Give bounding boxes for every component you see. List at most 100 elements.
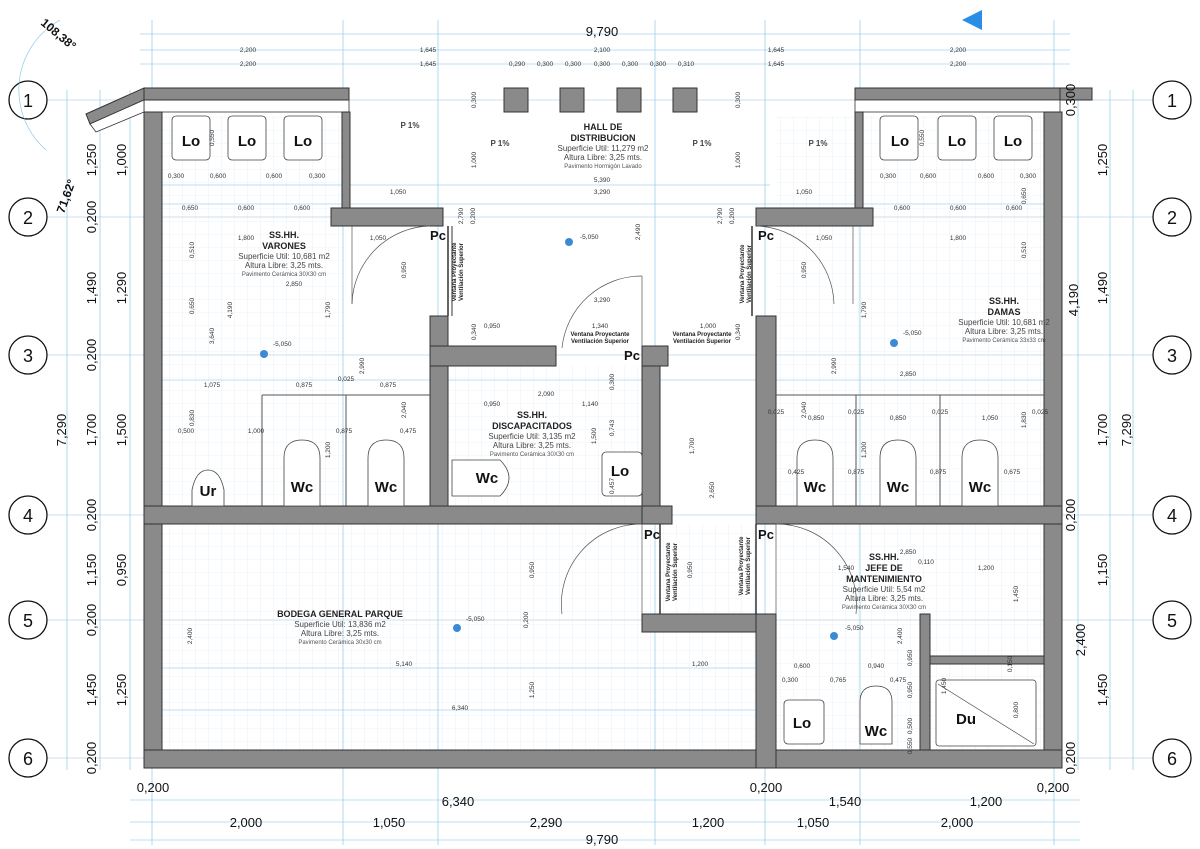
axis-label-6-right: 6: [1167, 749, 1177, 769]
dim-top: 0,300: [565, 61, 582, 68]
dim-label: 0,110: [918, 559, 934, 566]
door-label: Pc: [624, 348, 640, 363]
dim-label: 0,025: [932, 409, 949, 416]
axis-circle: [1152, 600, 1192, 640]
level-label: -5,050: [845, 625, 864, 632]
room-title: DISCAPACITADOS: [492, 421, 572, 431]
dim-bottom: 0,200: [750, 780, 783, 795]
window-label: Ventilación Superior: [746, 536, 752, 595]
dim-label: 0,875: [296, 382, 313, 389]
room-title: SS.HH.: [269, 230, 299, 240]
dim-label: 0,850: [808, 415, 825, 422]
dim-right: 0,200: [1063, 499, 1078, 532]
dim-label: 1,000: [248, 428, 265, 435]
dim-label: 1,450: [941, 677, 948, 694]
slope-label: P 1%: [401, 121, 420, 130]
dim-top: 2,100: [594, 47, 611, 54]
dim-overall-bottom: 9,790: [586, 832, 619, 847]
dim-label: 0,550: [907, 737, 914, 754]
dim-label: 0,830: [189, 409, 196, 426]
axis-label-2-left: 2: [23, 208, 33, 228]
dim-left-inner: 0,950: [114, 554, 129, 587]
axis-label-5-left: 5: [23, 611, 33, 631]
dim-top: 2,200: [950, 47, 967, 54]
dim-label: 0,300: [471, 91, 478, 108]
dim-label: 0,650: [182, 205, 199, 212]
stall-partitions: [261, 394, 1044, 506]
window-label: Ventana Proyectante: [672, 332, 732, 338]
fixture-labels: Lo Lo Lo Lo Lo Lo Ur Wc Wc Wc Wc Wc Wc L…: [182, 133, 1022, 740]
dim-label: 0,950: [907, 649, 914, 666]
jefe-dimensions: 2,850 0,110 1,200 1,540 0,950 1,450 2,40…: [782, 549, 1020, 754]
dim-label: 0,600: [238, 205, 255, 212]
room-height: Altura Libre: 3,25 mts.: [564, 153, 642, 162]
axis-circle: [1152, 495, 1192, 535]
north-arrow-icon: [962, 10, 982, 30]
room-jefe: SS.HH. JEFE DE MANTENIMIENTO Superficie …: [842, 552, 926, 611]
door-label: Pc: [644, 527, 660, 542]
room-floor: Pavimento Cerámica 30x30 cm: [298, 640, 381, 646]
dim-left: 1,150: [84, 554, 99, 587]
dim-label: 1,050: [370, 235, 387, 242]
dim-left: 1,700: [84, 414, 99, 447]
room-height: Altura Libre: 3,25 mts.: [301, 629, 379, 638]
lavatory-label: Lo: [611, 463, 629, 480]
dim-left-inner: 1,000: [114, 144, 129, 177]
lavatory-label: Lo: [948, 133, 966, 150]
axis-label-1-right: 1: [1167, 91, 1177, 111]
dim-label: 0,950: [801, 261, 808, 278]
dim-label: 0,510: [1021, 241, 1028, 258]
dim-right: 1,250: [1095, 144, 1110, 177]
dim-left: 0,200: [84, 499, 99, 532]
axis-label-5-right: 5: [1167, 611, 1177, 631]
dim-label: 0,550: [919, 129, 926, 146]
doors: [351, 225, 857, 615]
slope-label: P 1%: [809, 139, 828, 148]
door-label: Pc: [430, 228, 446, 243]
dim-label: 2,850: [286, 281, 303, 288]
dim-label: 1,000: [700, 323, 717, 330]
urinal-label: Ur: [200, 483, 217, 500]
dim-label: 2,790: [458, 207, 465, 224]
dim-left-inner: 1,500: [114, 414, 129, 447]
axis-circle: [8, 197, 48, 237]
dim-label: 1,050: [982, 415, 999, 422]
dim-label: 1,790: [861, 301, 868, 318]
lavatory-label: Lo: [182, 133, 200, 150]
door-label: Pc: [758, 228, 774, 243]
room-hall: HALL DE DISTRIBUCION Superficie Util: 11…: [557, 122, 649, 170]
axis-circle: [1152, 738, 1192, 778]
room-floor: Pavimento Cerámica 30X30 cm: [242, 272, 326, 278]
lavatory-label: Lo: [294, 133, 312, 150]
dim-label: 0,425: [788, 469, 805, 476]
dim-label: 0,600: [294, 205, 311, 212]
dim-label: 0,200: [523, 611, 530, 628]
dim-overall-top: 9,790: [586, 24, 619, 39]
dim-label: 0,950: [907, 681, 914, 698]
dim-label: 0,300: [609, 373, 616, 390]
dim-bottom: 1,540: [829, 794, 862, 809]
dim-label: 1,200: [325, 441, 332, 458]
dim-label: 6,340: [452, 705, 469, 712]
dim-top: 1,645: [420, 61, 437, 68]
dim-label: 0,300: [168, 173, 185, 180]
wc-label: Wc: [375, 479, 398, 496]
dim-label: 0,300: [1020, 173, 1037, 180]
dim-bottom: 0,200: [1037, 780, 1070, 795]
dim-label: 0,340: [735, 323, 742, 340]
dim-label: 2,400: [897, 627, 904, 644]
dim-label: 1,450: [1013, 585, 1020, 602]
dim-label: 0,675: [1004, 469, 1021, 476]
room-title: SS.HH.: [869, 552, 899, 562]
axis-label-4-left: 4: [23, 506, 33, 526]
dim-label: 4,190: [227, 301, 234, 318]
dim-label: 0,025: [338, 376, 355, 383]
top-walls: [85, 87, 1093, 133]
room-height: Altura Libre: 3,25 mts.: [245, 261, 323, 270]
dim-label: 2,990: [831, 357, 838, 374]
room-title: JEFE DE: [865, 563, 903, 573]
dim-right: 2,400: [1073, 624, 1088, 657]
slope-label: P 1%: [491, 139, 510, 148]
room-title: HALL DE: [584, 122, 623, 132]
axis-circle: [1152, 80, 1192, 120]
